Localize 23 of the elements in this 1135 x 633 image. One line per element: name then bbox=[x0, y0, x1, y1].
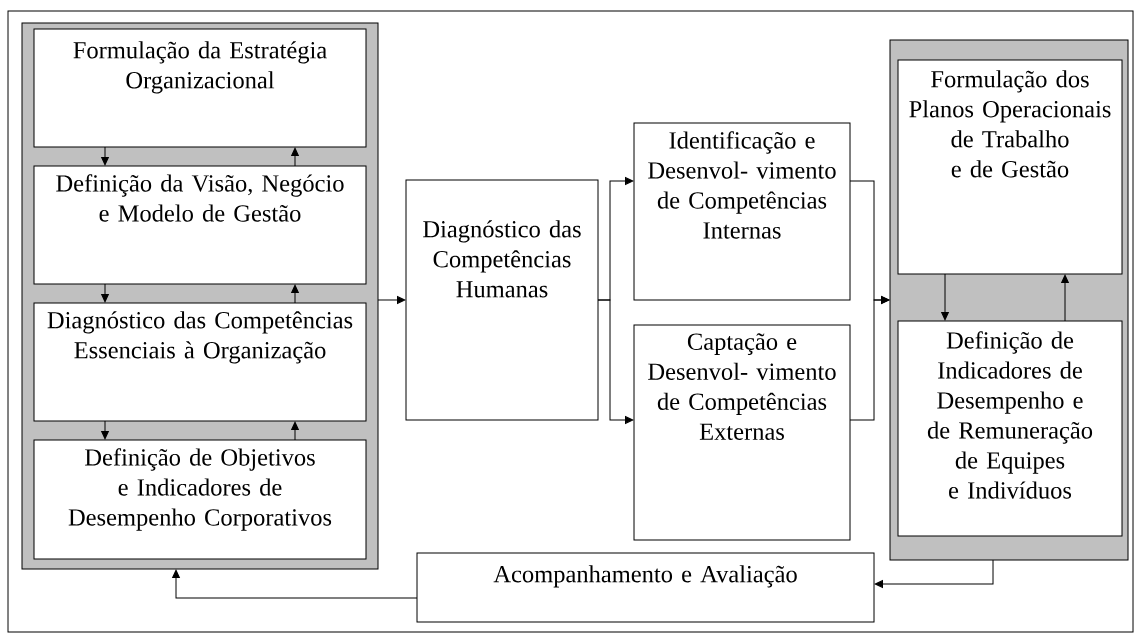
process-box: Captação e Desenvol- vimento de Competências Externas bbox=[633, 324, 851, 541]
process-box: Definição de Indicadores de Desempenho e de Remuneração de Equipes e Indivíduos bbox=[897, 320, 1123, 537]
process-box: Formulação dos Planos Operacionais de Trabalho e de Gestão bbox=[897, 59, 1123, 275]
process-box: Definição de Objetivos e Indicadores de Desempenho Corporativos bbox=[33, 439, 367, 560]
arrow bbox=[597, 299, 634, 424]
arrow bbox=[874, 559, 994, 588]
arrow bbox=[377, 296, 406, 304]
arrow bbox=[101, 283, 109, 303]
arrow bbox=[172, 569, 418, 599]
arrow bbox=[101, 146, 109, 166]
process-box: Formulação da Estratégia Organizacional bbox=[33, 28, 367, 148]
process-box: Diagnóstico das Competências Essenciais à Organização bbox=[33, 302, 367, 422]
process-box: Diagnóstico das Competências Humanas bbox=[405, 179, 599, 421]
arrow bbox=[849, 296, 890, 421]
arrow bbox=[941, 273, 949, 321]
process-box: Definição da Visão, Negócio e Modelo de Gestão bbox=[33, 165, 367, 285]
arrow bbox=[291, 284, 299, 304]
process-box: Identificação e Desenvol- vimento de Competências Internas bbox=[633, 122, 851, 301]
arrow bbox=[101, 420, 109, 440]
arrow bbox=[1061, 274, 1069, 322]
arrow bbox=[291, 147, 299, 167]
arrow bbox=[291, 421, 299, 441]
process-box: Acompanhamento e Avaliação bbox=[416, 552, 875, 623]
